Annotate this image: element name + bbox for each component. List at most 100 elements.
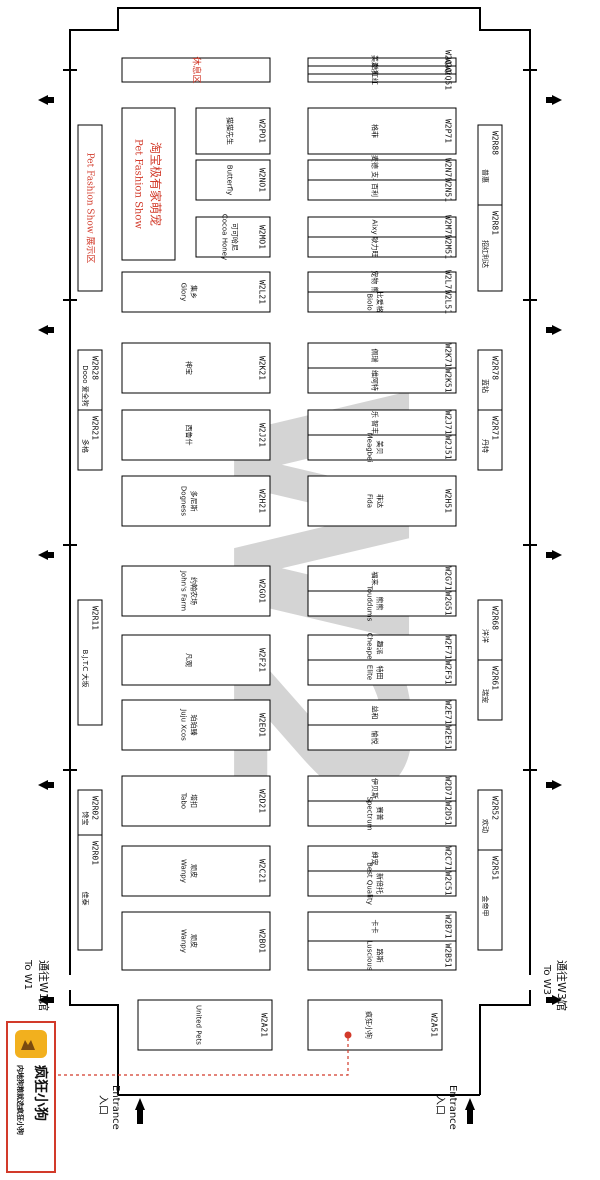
booth-w2f21[interactable] (121, 634, 271, 686)
booth-w2m51[interactable] (307, 236, 457, 258)
booth-w2a21[interactable] (137, 999, 273, 1051)
booth-w2r81[interactable] (477, 204, 503, 292)
booth-code: W2R52 (490, 796, 499, 820)
booth-name: Wanpy (180, 859, 188, 883)
booth-name: Juju Xcos (180, 708, 188, 741)
booth-name: 宠物 熊 (371, 270, 380, 293)
booth-w2go1[interactable] (121, 565, 271, 617)
booth-w2k51[interactable] (307, 367, 457, 394)
booth-code: W2C71 (444, 846, 453, 870)
booth-w2m71[interactable] (307, 216, 457, 238)
booth-w2c21[interactable] (121, 845, 271, 897)
booth-code: W2A21 (260, 1013, 269, 1037)
booth-name: 美贝 (376, 441, 385, 455)
booth-name: 顽皮 (190, 864, 199, 878)
taobao-zone-cn: 淘宝极有家萌宠 (149, 142, 164, 226)
fashion-show-zone (77, 124, 103, 292)
booth-code: W2R81 (490, 211, 499, 235)
booth-w2bo1[interactable] (121, 911, 271, 971)
booth-code: W2J21 (258, 423, 267, 447)
booth-name: 耿力旺 (371, 237, 380, 258)
booth-code: W2GO1 (258, 579, 267, 603)
booth-name: United Pets (194, 1005, 202, 1045)
booth-name: Best Quality (366, 862, 374, 905)
booth-w2d71[interactable] (307, 775, 457, 802)
booth-code: W2MO1 (258, 225, 267, 249)
booth-w2f71[interactable] (307, 634, 457, 661)
booth-w2h21[interactable] (121, 475, 271, 527)
booth-w2c51[interactable] (307, 870, 457, 897)
booth-name: John's Farm (180, 570, 188, 611)
booth-code: W2EO1 (258, 713, 267, 737)
booth-w2a51[interactable] (307, 999, 443, 1051)
entrance-left-cn: 入口 (97, 1095, 108, 1115)
taobao-zone-en: Pet Fashion Show (133, 139, 144, 229)
booth-w2e51[interactable] (307, 724, 457, 751)
booth-w2mo1[interactable] (195, 216, 271, 258)
booth-code: W2R28 (90, 356, 99, 380)
booth-w2b71[interactable] (307, 911, 457, 942)
booth-w2g71[interactable] (307, 565, 457, 592)
booth-name: 百利 (371, 183, 380, 197)
booth-name: 普惠 (481, 169, 490, 183)
booth-w2j71[interactable] (307, 409, 457, 436)
booth-w2h51[interactable] (307, 475, 457, 527)
booth-w2r78[interactable] (477, 349, 503, 411)
booth-code: W2R71 (490, 416, 499, 440)
booth-w2j51[interactable] (307, 434, 457, 461)
booth-code: W2PO1 (258, 119, 267, 143)
booth-w2f51[interactable] (307, 659, 457, 686)
booth-name: 麦德 支斗 (371, 155, 380, 185)
booth-w2d21[interactable] (121, 775, 271, 827)
booth-w2r02[interactable] (77, 789, 103, 836)
booth-w2r61[interactable] (477, 659, 503, 721)
booth-w2n71[interactable] (307, 159, 457, 181)
booth-w2r68[interactable] (477, 599, 503, 661)
booth-w2l51[interactable] (307, 291, 457, 313)
booth-name: 丹特 (481, 439, 490, 453)
booth-w2b51[interactable] (307, 940, 457, 971)
booth-w2l21[interactable] (121, 271, 271, 313)
booth-code: W2R61 (490, 666, 499, 690)
booth-code: W2Q71 (444, 50, 453, 74)
booth-w2r71[interactable] (477, 409, 503, 471)
booth-name: 红红 (371, 71, 380, 85)
booth-w2j21[interactable] (121, 409, 271, 461)
booth-w2no1[interactable] (195, 159, 271, 201)
booth-code: W2N51 (444, 178, 453, 202)
booth-name: 绅宠 (371, 852, 380, 866)
booth-w2n51[interactable] (307, 179, 457, 201)
booth-code: W2F71 (444, 635, 453, 659)
booth-w2p71[interactable] (307, 107, 457, 155)
booth-w2l71[interactable] (307, 271, 457, 293)
booth-w2k71[interactable] (307, 342, 457, 369)
booth-w2r28[interactable] (77, 349, 103, 411)
booth-w2q61[interactable] (307, 65, 457, 75)
booth-code: W2K21 (258, 356, 267, 380)
booth-w2k21[interactable] (121, 342, 271, 394)
booth-code: W2R01 (90, 841, 99, 865)
booth-w2g51[interactable] (307, 590, 457, 617)
booth-w2po1[interactable] (195, 107, 271, 155)
booth-w2r51[interactable] (477, 849, 503, 951)
booth-name: 菲达 (376, 494, 385, 508)
booth-name: 可可哈尼 (230, 223, 239, 251)
booth-w2r88[interactable] (477, 124, 503, 216)
booth-w2r01[interactable] (77, 834, 103, 951)
booth-name: 疯狂小狗 (364, 1011, 373, 1039)
booth-name: 集乡 (190, 285, 199, 299)
booth-name: 凡观 (185, 653, 193, 667)
booth-name: 熊熊 (376, 597, 385, 611)
booth-w2d51[interactable] (307, 800, 457, 827)
booth-w2q71[interactable] (307, 57, 457, 67)
booth-w2q51[interactable] (307, 73, 457, 83)
booth-w2r21[interactable] (77, 409, 103, 471)
booth-name: Dooo 爱全狗 (81, 365, 90, 406)
booth-code: W2D21 (258, 789, 267, 813)
booth-w2e71[interactable] (307, 699, 457, 726)
booth-code: W2C51 (444, 871, 453, 895)
booth-w2c71[interactable] (307, 845, 457, 872)
booth-w2eo1[interactable] (121, 699, 271, 751)
booth-w2r11[interactable] (77, 599, 103, 726)
